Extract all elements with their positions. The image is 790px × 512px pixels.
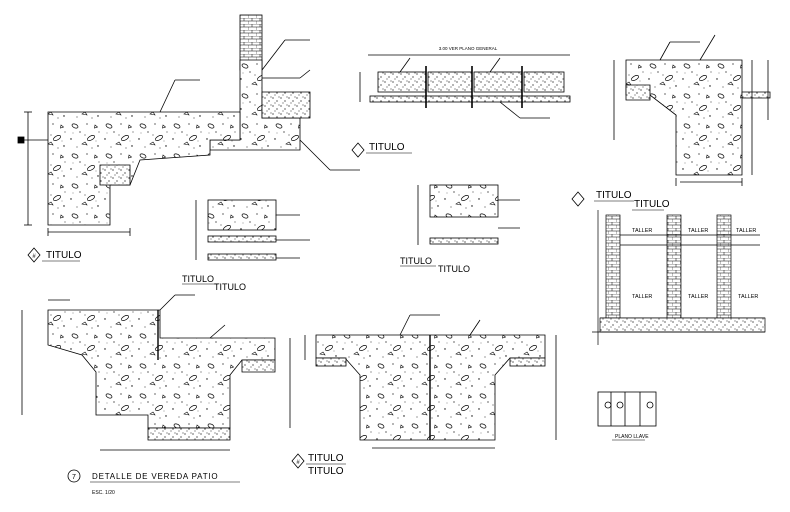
detail-6-plan-title: TITULO (634, 199, 670, 210)
detail-7-scale: ESC. 1/20 (92, 490, 115, 496)
detail-2-slab-joint-section (359, 54, 571, 119)
detail-6-elevation (592, 210, 766, 345)
detail-7-number: 7 (72, 474, 76, 481)
room-label: TALLER (632, 294, 652, 300)
detail-5-title-2: TITULO (438, 264, 470, 274)
detail-9-label: PLANO LLAVE (612, 434, 649, 441)
room-label: TALLER (736, 228, 756, 234)
detail-3-label: TITULO (571, 190, 634, 207)
detail-5-title: TITULO (400, 256, 432, 266)
detail-8-title-2: TITULO (308, 466, 344, 477)
detail-9-key-plan (597, 391, 657, 427)
detail-1-number: # (32, 254, 36, 260)
detail-7-vereda-section (21, 294, 291, 451)
detail-1-title: TITULO (46, 250, 82, 261)
detail-9-title: PLANO LLAVE (615, 434, 649, 440)
room-label: TALLER (632, 228, 652, 234)
detail-1-label: # TITULO (27, 247, 82, 263)
detail-4-label: TITULO TITULO (182, 274, 246, 292)
detail-8-label: # TITULO TITULO (291, 453, 346, 477)
detail-1-wall-footing-section (17, 14, 360, 236)
detail-7-label: 7 DETALLE DE VEREDA PATIO ESC. 1/20 (67, 469, 240, 496)
detail-5-slab-section (417, 184, 520, 245)
detail-2-dimension-note: 3.00 VER PLANO GENERAL (439, 46, 498, 51)
detail-8-number: # (296, 460, 300, 466)
detail-2-title: TITULO (369, 142, 405, 153)
detail-4-slab-section (195, 199, 310, 261)
detail-5-label: TITULO TITULO (400, 256, 470, 274)
room-label: TALLER (688, 228, 708, 234)
room-label: TALLER (738, 294, 758, 300)
detail-3-corner-section (613, 34, 771, 186)
detail-8-title: TITULO (308, 453, 344, 464)
detail-8-beam-section (304, 314, 557, 449)
detail-3-title: TITULO (596, 190, 632, 201)
detail-4-title-2: TITULO (214, 282, 246, 292)
detail-7-title: DETALLE DE VEREDA PATIO (92, 472, 218, 481)
detail-2-label: 3.00 VER PLANO GENERAL TITULO (351, 46, 498, 158)
detail-6-room-labels: TALLER TALLER TALLER TALLER TALLER TALLE… (632, 199, 758, 300)
room-label: TALLER (688, 294, 708, 300)
detail-4-title: TITULO (182, 274, 214, 284)
